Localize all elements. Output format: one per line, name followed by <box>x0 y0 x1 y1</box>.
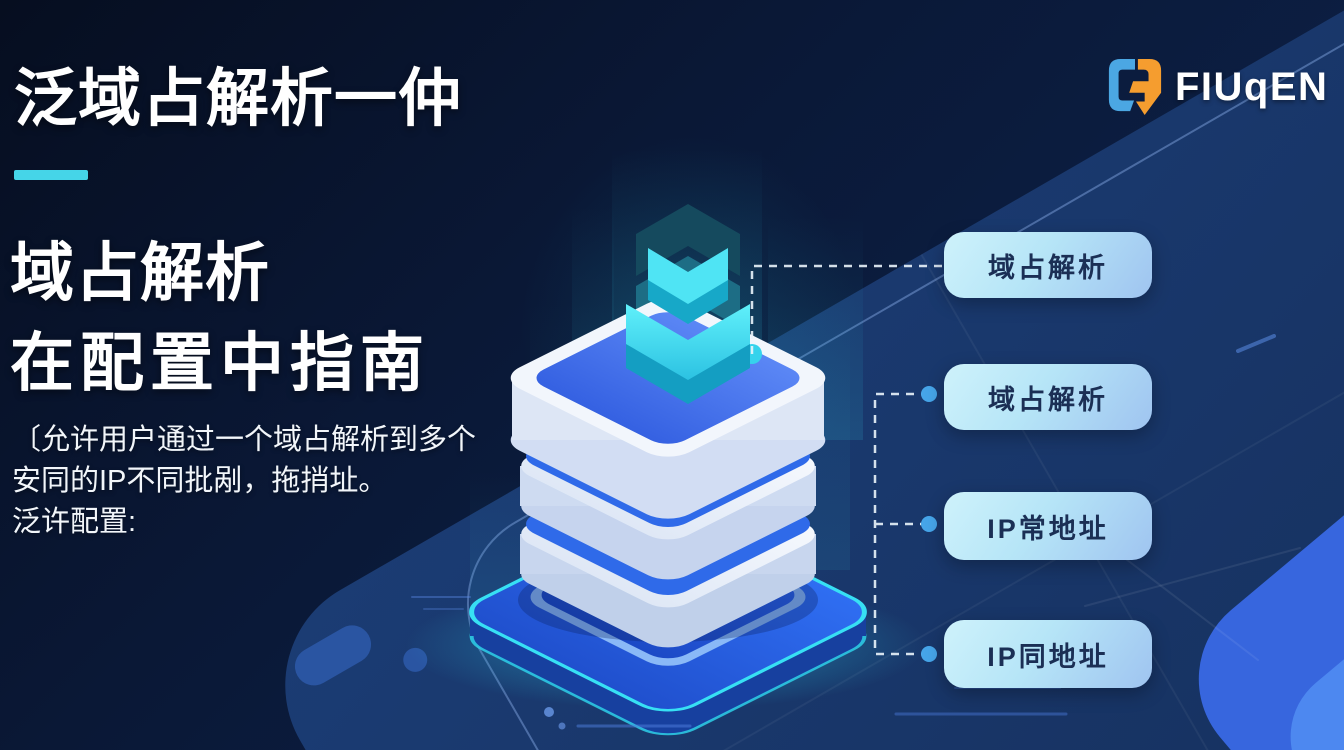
logo-blue-shape <box>1108 58 1135 112</box>
connector-1 <box>750 264 942 354</box>
heading-line2: 在配置中指南 <box>10 327 430 399</box>
logo-orange-shape <box>1129 58 1162 116</box>
cyan-chevron-stack <box>626 248 750 404</box>
page-title: 泛域占解析一仲 <box>14 64 462 134</box>
callout-pill-2: 域占解析 <box>944 364 1152 430</box>
title-divider <box>14 170 88 180</box>
callout-pill-3: IP常地址 <box>944 492 1152 560</box>
brand-logo-text: FIUqEN <box>1175 64 1329 109</box>
brand-logo-icon <box>1108 58 1162 116</box>
callout-pill-4: IP同地址 <box>944 620 1152 688</box>
ground-decorations <box>411 334 1301 730</box>
callout-pill-1: 域占解析 <box>944 232 1152 298</box>
brand-logo: FIUqEN <box>1106 56 1328 118</box>
description-line-2: 安同的IP不同批剐，拖捎址。 <box>12 465 388 497</box>
heading-line1: 域占解析 <box>10 237 270 309</box>
connector-dots <box>921 386 937 662</box>
callout-connectors <box>750 264 942 656</box>
description-line-3: 泛许配置: <box>12 506 137 538</box>
description-paragraph: 〔允许用户通过一个域占解析到多个 安同的IP不同批剐，拖捎址。 泛许配置: <box>12 420 476 543</box>
server-stack <box>510 299 826 648</box>
description-line-1: 〔允许用户通过一个域占解析到多个 <box>12 424 477 456</box>
